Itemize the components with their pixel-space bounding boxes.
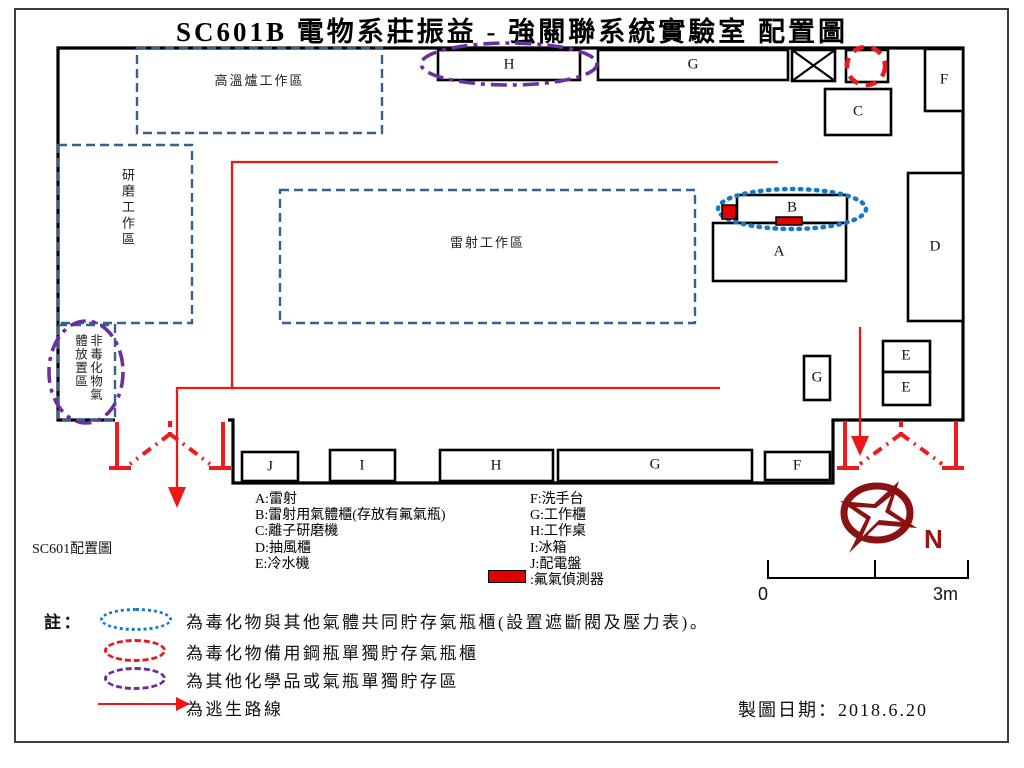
label-f-top: F (939, 71, 949, 88)
note-line-4: 為逃生路線 (186, 700, 284, 719)
fluorine-detector-square (721, 204, 737, 220)
escape-route-lower (175, 386, 720, 492)
shared-cylinder-cabinet-ellipse (715, 186, 869, 232)
legend-item-e: E:冷水機 (255, 556, 310, 572)
box-sink-f-top (923, 47, 965, 113)
other-chemical-area-ellipse-top (419, 41, 599, 87)
door-right-swing (858, 432, 944, 466)
box-fridge-i (328, 448, 397, 483)
door-left-jamb-left (109, 422, 131, 470)
label-h-bottom: H (490, 457, 502, 474)
zone-label-furnace: 高溫爐工作區 (214, 73, 305, 88)
label-g-bottom: G (649, 456, 661, 473)
page-title: SC601B 電物系莊振益 - 強關聯系統實驗室 配置圖 (175, 17, 848, 47)
label-b: B (786, 199, 798, 216)
note-shared-cylinder-ellipse-icon (100, 608, 172, 631)
legend-item-c: C:離子研磨機 (255, 524, 339, 540)
label-e-bottom: E (901, 379, 911, 396)
box-cabinet-g (556, 448, 754, 483)
legend-item-i: I:冰箱 (530, 540, 567, 556)
legend-left-column: A:雷射 B:雷射用氣體櫃(存放有氟氣瓶) C:離子研磨機 D:抽風櫃 E:冷水… (255, 492, 446, 573)
label-top-g: G (687, 56, 699, 73)
compass-north-label: N (924, 524, 943, 554)
escape-route-upper (230, 160, 778, 388)
box-laser-a (711, 221, 848, 283)
label-d: D (929, 238, 941, 255)
zone-furnace (135, 46, 384, 135)
note-escape-arrow-icon (98, 695, 190, 713)
zone-label-nontoxic: 非毒化物氣體放置區 (73, 334, 102, 402)
legend-item-a: A:雷射 (255, 492, 297, 507)
legend-item-g: G:工作櫃 (530, 508, 586, 524)
fluorine-detector-swatch-icon (488, 570, 526, 583)
note-other-chemical-ellipse-icon (104, 667, 166, 690)
scale-start-label: 0 (758, 584, 769, 604)
label-a: A (773, 243, 785, 260)
plan-caption: SC601配置圖 (32, 542, 113, 557)
box-cabinet-top-g (596, 48, 790, 82)
legend-item-detector: :氟氣偵測器 (530, 573, 604, 589)
note-line-1: 為毒化物與其他氣體共同貯存氣瓶櫃(設置遮斷閥及壓力表)。 (186, 613, 710, 632)
door-right-jamb-right (942, 422, 964, 470)
legend-right-column: F:洗手台 G:工作櫃 H:工作桌 I:冰箱 J:配電盤 :氟氣偵測器 (530, 492, 604, 589)
legend-item-j: J:配電盤 (530, 556, 582, 572)
box-sink-f (763, 450, 832, 482)
box-worktable-h (438, 448, 555, 483)
door-right-jamb-left (837, 422, 859, 470)
fluorine-detector-strip (775, 216, 803, 226)
escape-arrowhead-left (168, 487, 186, 508)
box-chiller-e2 (881, 370, 932, 407)
box-fume-hood-d (906, 171, 965, 323)
toxic-backup-cylinder-circle (844, 44, 888, 88)
scale-end-label: 3m (933, 584, 959, 604)
label-f-bottom: F (792, 457, 802, 474)
box-worktable-top-h (436, 48, 582, 82)
label-j: J (267, 458, 273, 475)
box-ion-mill-c (823, 87, 893, 137)
note-toxic-backup-ellipse-icon (104, 639, 166, 662)
drawing-date: 製圖日期：2018.6.20 (738, 700, 928, 720)
note-line-3: 為其他化學品或氣瓶單獨貯存區 (186, 672, 459, 691)
zone-laser (278, 188, 697, 325)
label-i: I (359, 457, 365, 474)
label-c: C (852, 103, 864, 120)
legend-item-h: H:工作桌 (530, 524, 586, 540)
door-left-swing (128, 432, 212, 466)
box-cabinet-mid-g (802, 354, 832, 402)
zone-grinding (56, 143, 194, 325)
label-top-h: H (503, 56, 515, 73)
door-left-jamb-right (209, 422, 231, 470)
other-chemical-area-ellipse-left (47, 319, 125, 425)
zone-nontoxic-gas (56, 323, 117, 422)
scale-bar (767, 560, 969, 579)
note-line-2: 為毒化物備用鋼瓶單獨貯存氣瓶櫃 (186, 644, 479, 663)
crossed-box-x-icon (791, 49, 836, 82)
escape-arrowhead-right (851, 436, 869, 456)
compass-icon (840, 481, 917, 553)
page-border (14, 8, 1009, 743)
label-e-top: E (901, 347, 911, 364)
box-panel-j (240, 450, 300, 483)
legend-item-b: B:雷射用氣體櫃(存放有氟氣瓶) (255, 508, 446, 524)
legend-item-f: F:洗手台 (530, 492, 584, 507)
label-g-mid: G (811, 369, 823, 386)
zone-label-laser: 雷射工作區 (449, 235, 525, 250)
notes-prefix: 註： (44, 613, 83, 632)
zone-label-grinding: 研磨工作區 (120, 168, 135, 248)
legend-item-d: D:抽風櫃 (255, 540, 311, 556)
